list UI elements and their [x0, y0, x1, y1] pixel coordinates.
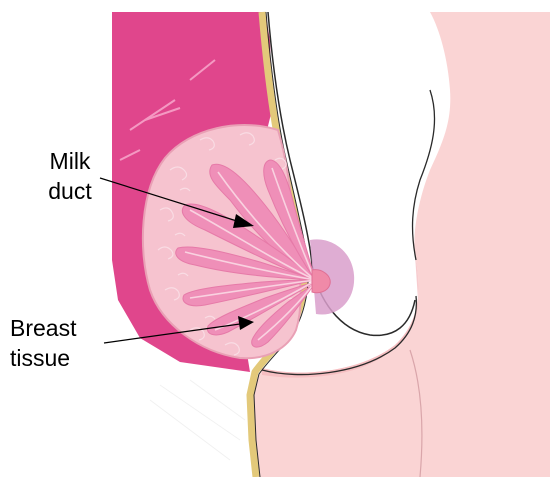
breast-tissue-label-line2: tissue [10, 343, 76, 373]
breast-tissue-label: Breast tissue [10, 313, 76, 373]
background-hatching [150, 380, 245, 460]
milk-duct-label: Milk duct [34, 146, 106, 206]
milk-duct-label-line2: duct [34, 176, 106, 206]
milk-duct-label-line1: Milk [34, 146, 106, 176]
breast-tissue-label-line1: Breast [10, 313, 76, 343]
